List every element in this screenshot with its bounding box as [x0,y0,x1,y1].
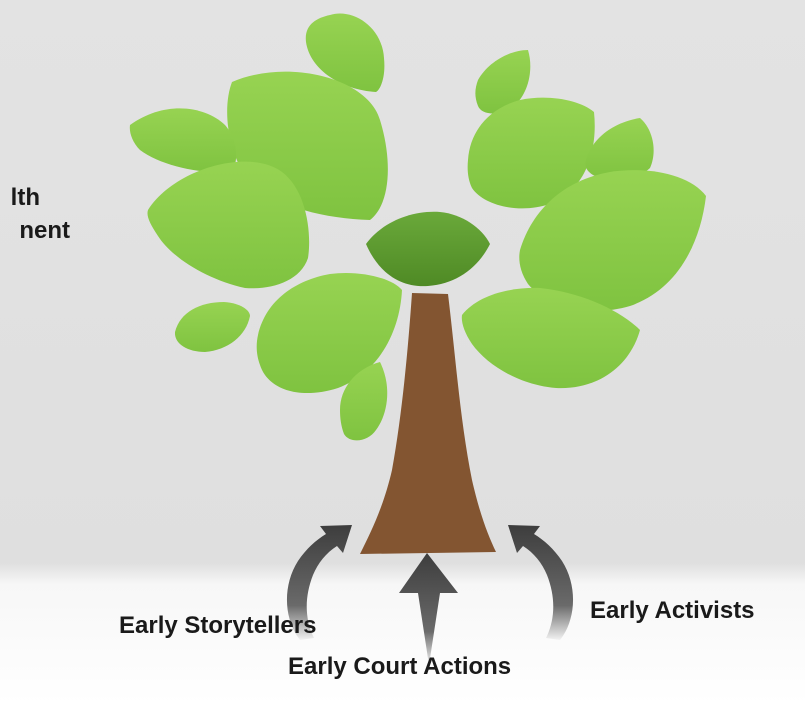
early-storytellers-label: Early Storytellers [119,612,317,639]
tree-trunk [360,293,496,554]
leaf [461,287,640,389]
leaf [585,118,654,180]
early-activists-label: Early Activists [590,597,755,624]
tree-crown [129,13,706,441]
partial-text-line-1: lth [10,184,40,211]
right-arrow [508,525,574,640]
leaf [305,13,385,92]
leaf [519,170,706,311]
leaf [129,108,237,173]
leaf [475,50,531,114]
early-court-actions-label: Early Court Actions [288,653,512,680]
leaf [467,97,595,209]
leaf [174,302,250,352]
leaf [147,161,310,289]
leaf [256,272,402,394]
center-arrow [399,553,458,665]
leaf [366,211,490,287]
left-arrow [286,525,352,640]
partial-text-line-2: nent [19,217,70,244]
leaf [340,362,388,441]
